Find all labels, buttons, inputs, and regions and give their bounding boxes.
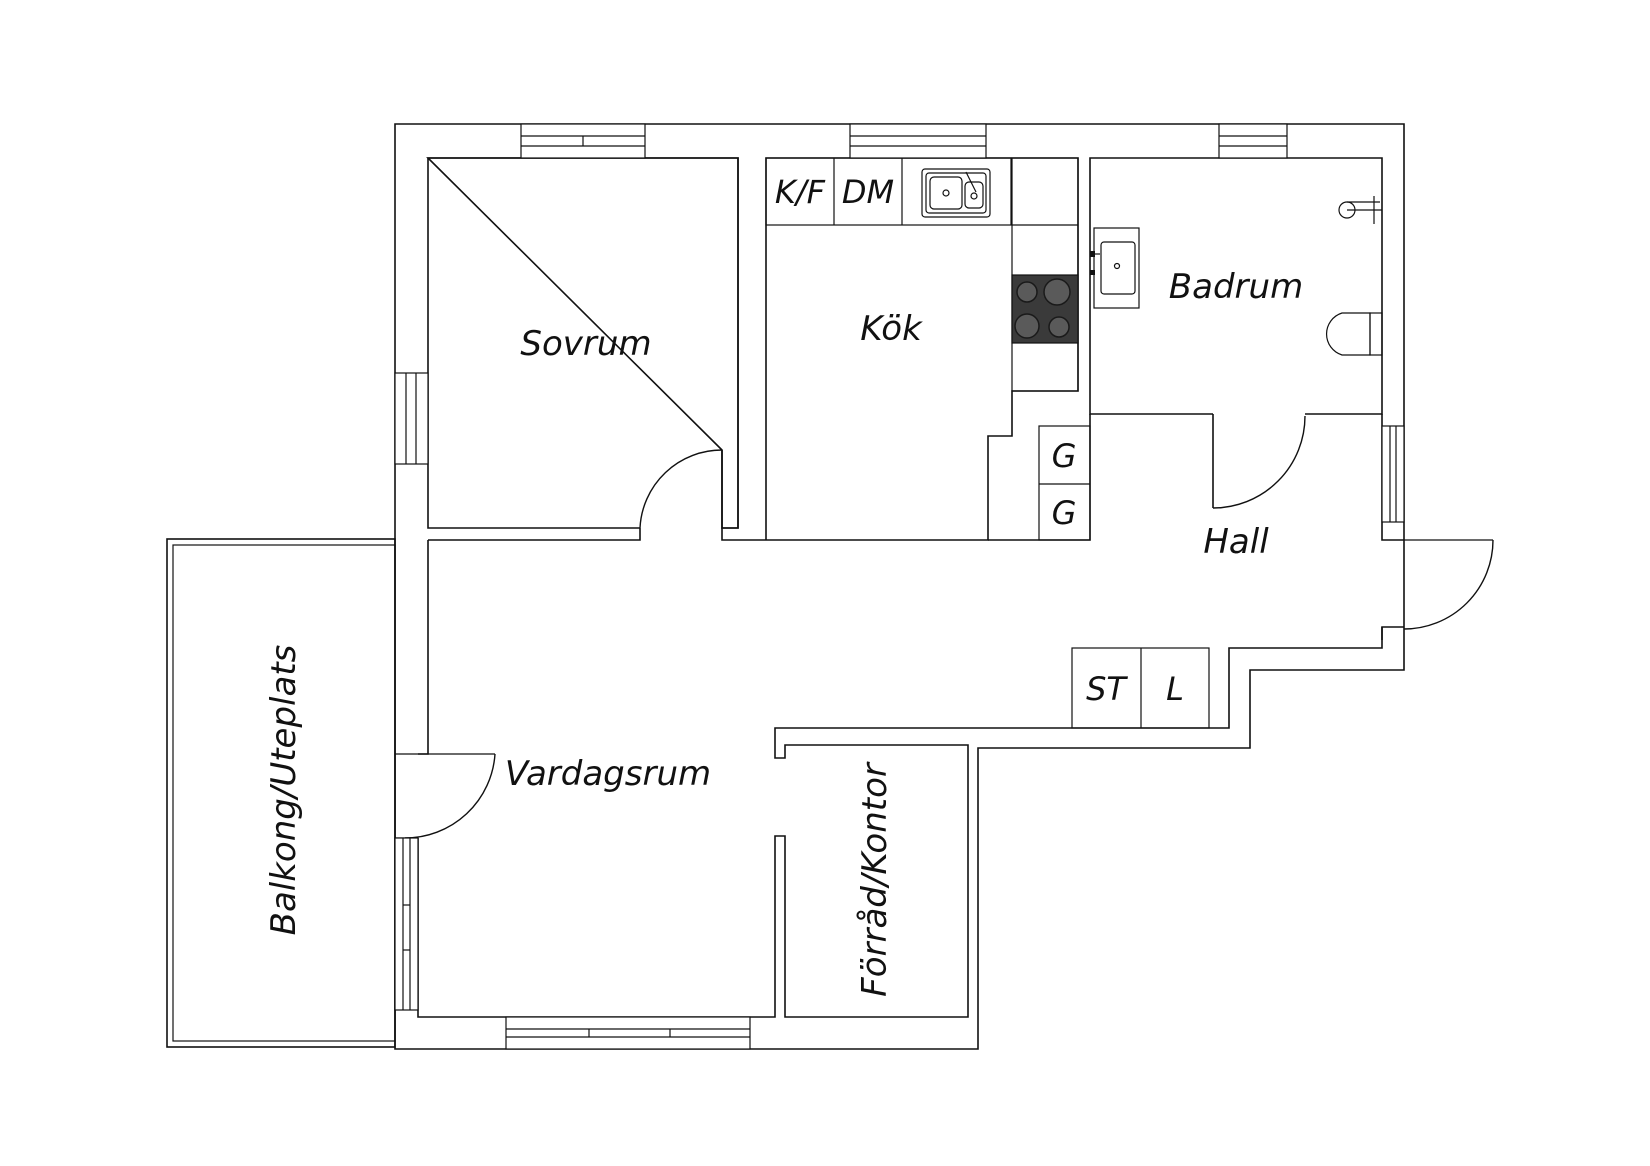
room-label-vardagsrum: Vardagsrum <box>505 754 711 794</box>
windows <box>394 123 1405 1050</box>
balcony-door <box>395 753 496 839</box>
fixture-label-dm: DM <box>842 173 894 211</box>
room-label-balkong: Balkong/Uteplats <box>264 645 304 936</box>
fixture-label-kf: K/F <box>775 173 826 211</box>
wash-basin-icon <box>1090 227 1140 309</box>
entrance-door <box>1403 539 1494 630</box>
toilet-icon <box>1326 312 1383 356</box>
hall-living-walls <box>417 414 1404 1018</box>
kitchen-sink-icon <box>921 168 991 218</box>
fixture-label-g1: G <box>1052 437 1077 475</box>
room-label-forrad: Förråd/Kontor <box>855 761 895 997</box>
outer-walls <box>394 123 1405 1050</box>
kitchen <box>765 157 1079 541</box>
stove-hob-icon <box>1011 274 1079 344</box>
room-label-sovrum: Sovrum <box>520 324 651 364</box>
bathroom <box>1089 157 1383 509</box>
room-label-kok: Kök <box>860 309 923 349</box>
shower-icon <box>1338 196 1382 224</box>
fixture-label-st: ST <box>1086 670 1128 708</box>
fixture-label-g2: G <box>1052 494 1077 532</box>
storage-closets <box>1071 647 1210 729</box>
fixture-label-l: L <box>1166 670 1184 708</box>
room-label-badrum: Badrum <box>1169 267 1303 307</box>
room-label-hall: Hall <box>1203 522 1269 562</box>
